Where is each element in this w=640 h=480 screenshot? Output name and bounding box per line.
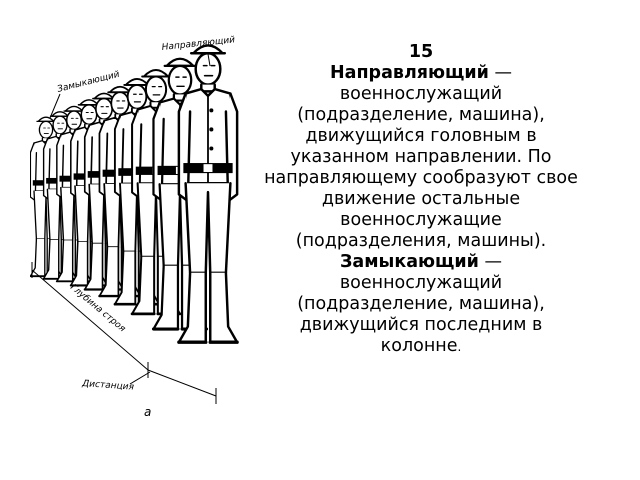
definitions-text: 15 Направляющий — военнослужащий (подраз… bbox=[262, 42, 580, 358]
closer-pointer bbox=[49, 93, 61, 119]
term-closer: Замыкающий bbox=[339, 252, 479, 272]
column-formation-illustration: Направляющий Замыкающий Глубина строя Ди… bbox=[30, 35, 239, 419]
distance-dimension-line bbox=[147, 369, 217, 397]
term-leader: Направляющий bbox=[330, 63, 489, 83]
definition-closer: — военнослужащий (подразделение, машина)… bbox=[297, 252, 545, 356]
leader-pointer bbox=[207, 53, 211, 67]
definition-leader: — военнослужащий (подразделение, машина)… bbox=[264, 63, 578, 251]
figure-letter: а bbox=[144, 405, 151, 419]
depth-dimension-line bbox=[31, 269, 149, 371]
definition-closer-period: . bbox=[457, 340, 462, 354]
label-distance: Дистанция bbox=[81, 379, 135, 393]
slide-number: 15 bbox=[408, 42, 434, 62]
